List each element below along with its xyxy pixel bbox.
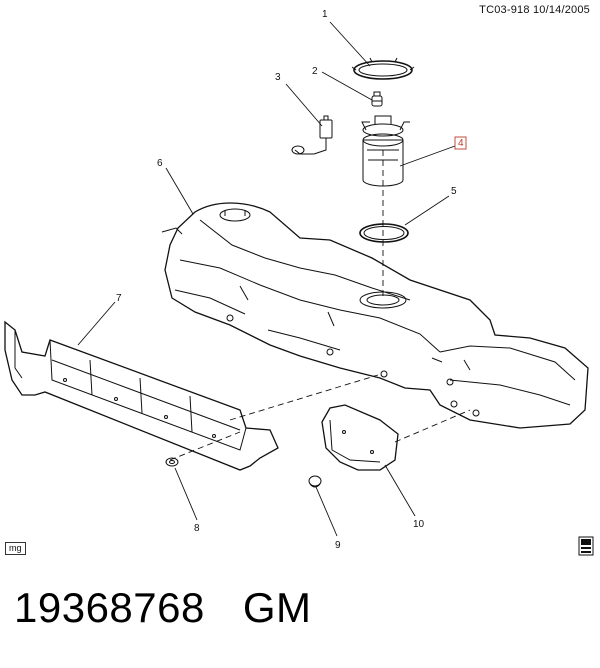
fuel-level-sensor <box>291 115 333 155</box>
callout-1: 1 <box>322 9 328 20</box>
fuel-pump-module <box>361 115 410 187</box>
callout-9: 9 <box>335 540 341 551</box>
callout-10: 10 <box>413 519 425 530</box>
fuel-tank-seal <box>359 223 409 243</box>
shield-clip <box>308 475 322 488</box>
fuel-tank-small-shield <box>321 404 399 471</box>
mg-label: mg <box>5 542 26 555</box>
callout-labels: 1 2 3 4 5 6 7 8 9 10 <box>116 9 467 551</box>
leader-lines <box>77 21 471 537</box>
vent-valve <box>371 91 383 107</box>
fuel-system-exploded-diagram: 1 2 3 4 5 6 7 8 9 10 <box>4 9 589 551</box>
brand-name: GM <box>242 584 312 631</box>
callout-8: 8 <box>194 523 200 534</box>
callout-4-box <box>454 136 467 150</box>
book-icon <box>578 536 594 556</box>
lock-ring <box>351 57 415 80</box>
diagram-reference: TC03-918 10/14/2005 <box>479 4 590 16</box>
callout-4: 4 <box>458 138 464 149</box>
fuel-tank <box>161 202 589 429</box>
callout-2: 2 <box>312 66 318 77</box>
callout-3: 3 <box>275 72 281 83</box>
fuel-tank-shield <box>4 320 279 471</box>
callout-7: 7 <box>116 293 122 304</box>
shield-nut <box>165 457 179 467</box>
callout-6: 6 <box>157 158 163 169</box>
callout-5: 5 <box>451 186 457 197</box>
part-number-line: 19368768 GM <box>14 584 312 632</box>
part-number: 19368768 <box>14 584 205 631</box>
